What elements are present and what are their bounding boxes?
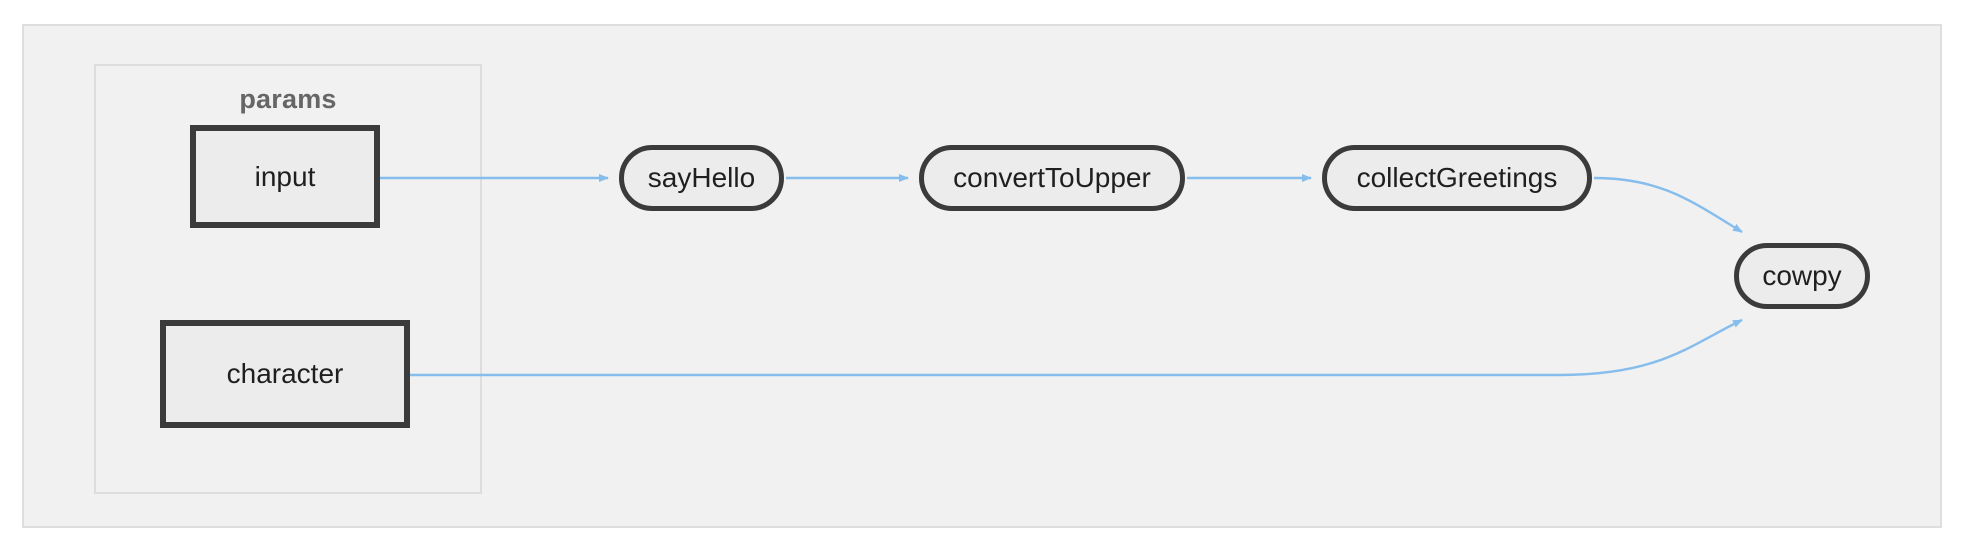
node-converttoupper-label: convertToUpper: [953, 162, 1151, 193]
node-cowpy-label: cowpy: [1762, 260, 1842, 291]
node-collectgreetings[interactable]: collectGreetings: [1322, 145, 1592, 211]
node-converttoupper[interactable]: convertToUpper: [919, 145, 1185, 211]
flow-container: params: [22, 24, 1942, 528]
node-character-label: character: [226, 358, 344, 389]
node-input-label: input: [254, 160, 316, 192]
node-cowpy[interactable]: cowpy: [1734, 243, 1870, 309]
node-character[interactable]: character: [160, 320, 410, 428]
node-sayhello[interactable]: sayHello: [619, 145, 784, 211]
node-sayhello-label: sayHello: [647, 162, 756, 193]
node-collectgreetings-label: collectGreetings: [1356, 162, 1558, 193]
subgraph-params-label: params: [239, 84, 337, 114]
node-input[interactable]: input: [190, 125, 380, 228]
